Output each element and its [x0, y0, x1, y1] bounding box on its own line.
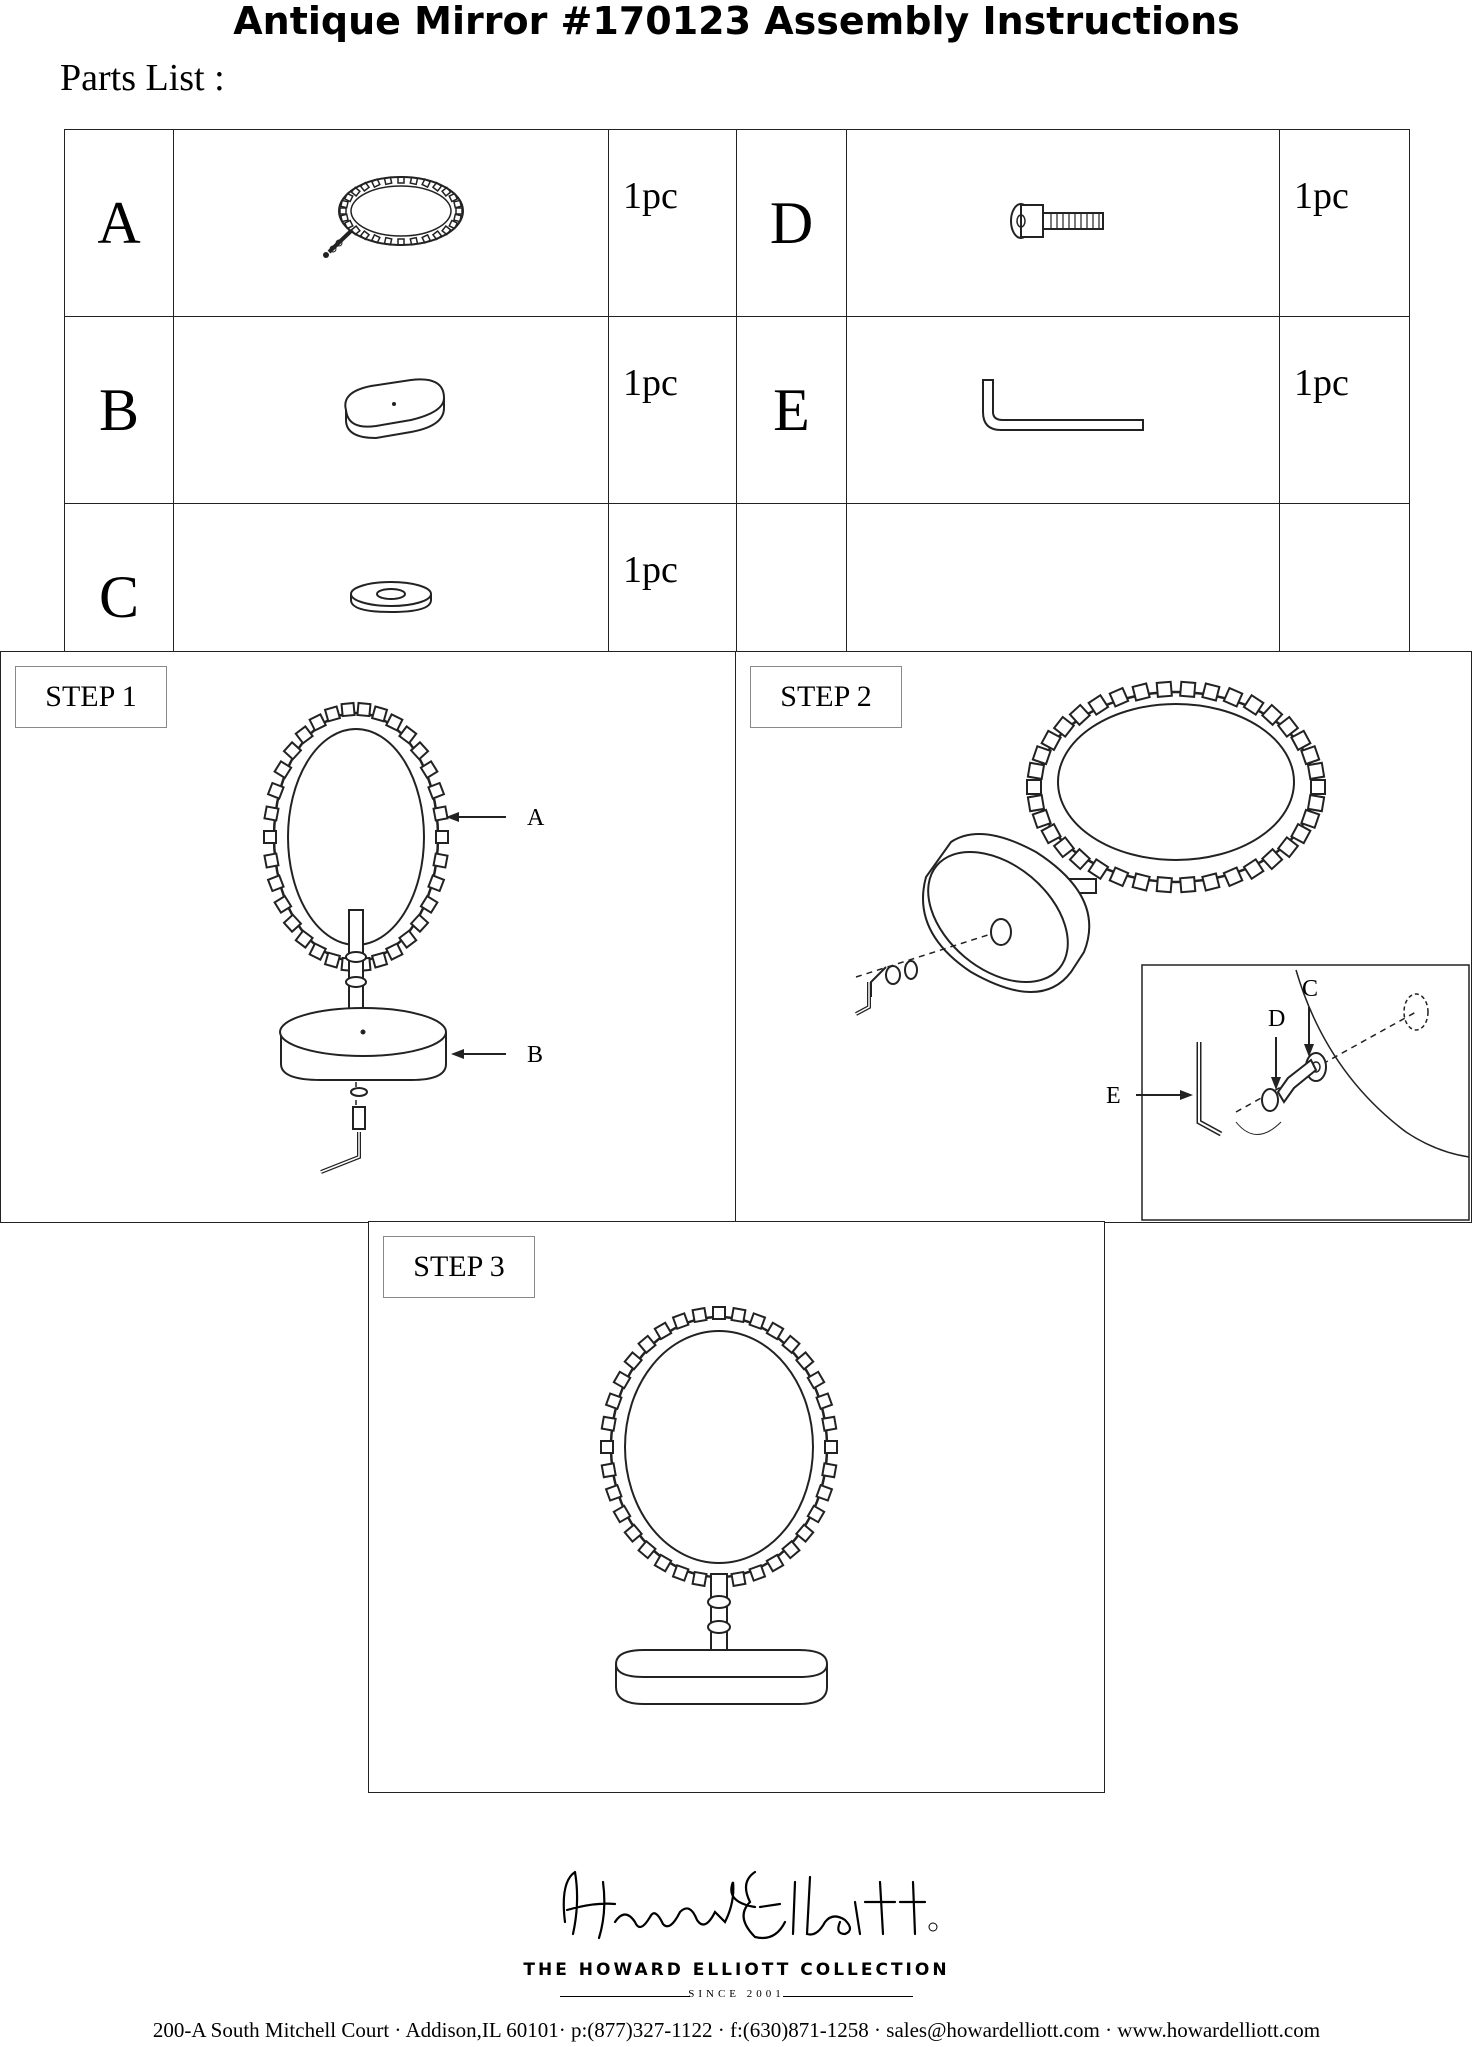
- bolt-icon: [846, 129, 1280, 317]
- howard-elliott-signature-logo: [562, 1870, 938, 1940]
- part-qty: 1pc: [608, 129, 737, 317]
- since-text: SINCE 2001: [688, 1988, 785, 2000]
- step-2-diagram: E D C: [855, 680, 1470, 1221]
- step-1-label: STEP 1: [15, 666, 167, 728]
- parts-row: B 1pc E 1pc: [64, 316, 1410, 504]
- brand-name: THE HOWARD ELLIOTT COLLECTION: [523, 1960, 950, 1980]
- company-address: 200-A South Mitchell Court · Addison,IL …: [152, 2018, 1321, 2042]
- callout-a: A: [527, 805, 545, 831]
- part-letter: A: [64, 129, 174, 317]
- part-qty: 1pc: [1279, 129, 1410, 317]
- page-title: Antique Mirror #170123 Assembly Instruct…: [233, 0, 1240, 43]
- oval-base-icon: [614, 1649, 829, 1705]
- step-1-diagram: A B: [263, 701, 545, 1174]
- oval-base-icon: [279, 1007, 447, 1081]
- divider: [783, 1996, 913, 1997]
- parts-list-heading: Parts List :: [60, 57, 225, 99]
- mirror-frame-icon: [600, 1306, 838, 1667]
- callout-e: E: [1106, 1083, 1121, 1109]
- mirror-frame-icon: [263, 701, 449, 1011]
- part-qty: 1pc: [608, 316, 737, 504]
- step-3-label: STEP 3: [383, 1236, 535, 1298]
- callout-d: D: [1268, 1006, 1285, 1032]
- parts-table: A 1pc D: [64, 129, 1410, 691]
- step-2-panel: STEP 2: [735, 651, 1472, 1223]
- step-1-panel: STEP 1 A B: [0, 651, 736, 1223]
- part-letter: D: [736, 129, 847, 317]
- parts-row: A 1pc D: [64, 129, 1410, 317]
- part-qty: 1pc: [1279, 316, 1410, 504]
- step-3-diagram: [600, 1306, 838, 1705]
- oval-base-icon: [173, 316, 609, 504]
- parts-row: C 1pc: [64, 503, 1410, 691]
- part-letter: B: [64, 316, 174, 504]
- callout-c: C: [1302, 976, 1318, 1002]
- divider: [560, 1996, 690, 1997]
- callout-b: B: [527, 1042, 543, 1068]
- step-3-panel: STEP 3: [368, 1221, 1105, 1793]
- hex-key-icon: [846, 316, 1280, 504]
- mirror-frame-icon: [1026, 680, 1326, 894]
- oval-base-icon: [922, 833, 1091, 993]
- step-2-label: STEP 2: [750, 666, 902, 728]
- step-2-detail-inset: E D C: [1106, 964, 1470, 1221]
- part-letter: E: [736, 316, 847, 504]
- mirror-frame-icon: [173, 129, 609, 317]
